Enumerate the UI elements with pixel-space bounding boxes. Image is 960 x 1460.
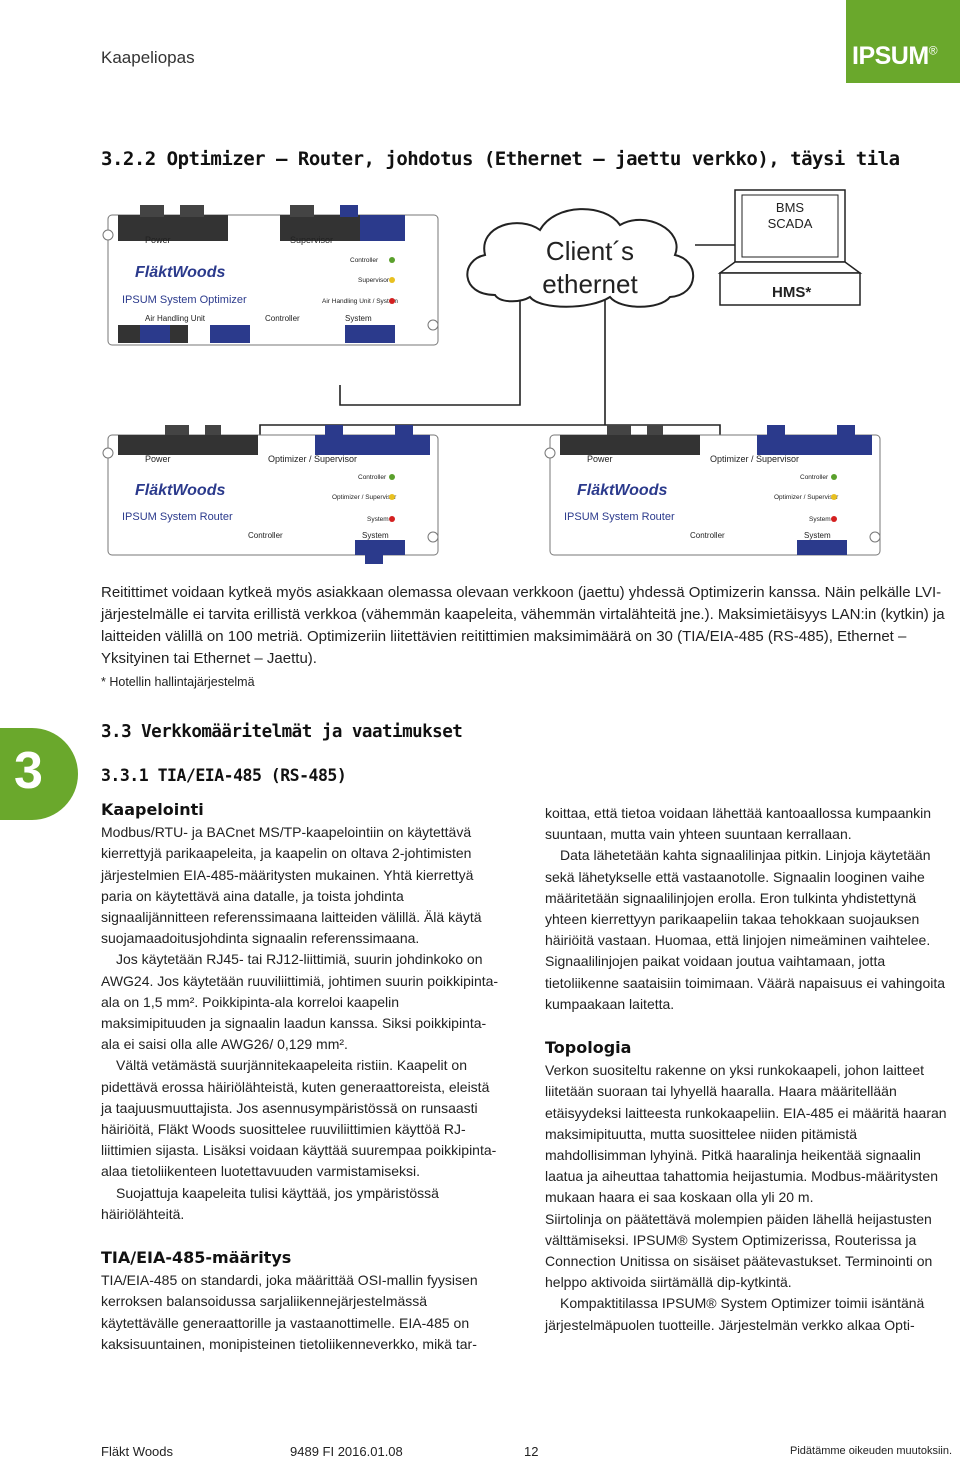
heading-kaapelointi: Kaapelointi	[101, 800, 204, 819]
footer-company: Fläkt Woods	[101, 1444, 174, 1459]
intro-text: Reitittimet voidaan kytkeä myös asiakkaa…	[101, 582, 951, 670]
opt-bottom-1: Air Handling Unit	[145, 314, 206, 323]
router-left: Power Optimizer / Supervisor FläktWoods …	[102, 425, 439, 564]
rl-name: IPSUM System Router	[122, 511, 233, 523]
section-title: 3.2.2 Optimizer – Router, johdotus (Ethe…	[101, 148, 900, 170]
rr-brand: FläktWoods	[577, 482, 667, 499]
rl-led-supervisor: Optimizer / Supervisor	[332, 494, 397, 501]
rl-power: Power	[145, 454, 171, 464]
footer-rights: Pidätämme oikeuden muutoksiin.	[790, 1445, 953, 1457]
opt-supervisor-label: Supervisor	[290, 235, 333, 245]
rr-power: Power	[587, 454, 613, 464]
laptop-screen-1: BMS	[776, 200, 805, 215]
heading-3-3-1: 3.3.1 TIA/EIA-485 (RS-485)	[101, 766, 347, 785]
opt-bottom-3: System	[345, 314, 372, 323]
left-column: Kaapelointi Modbus/RTU- ja BACnet MS/TP-…	[101, 799, 501, 1355]
opt-led-controller: Controller	[350, 257, 379, 264]
heading-tia: TIA/EIA-485-määritys	[101, 1248, 292, 1268]
heading-topologia: Topologia	[545, 1038, 632, 1058]
rl-supervisor: Optimizer / Supervisor	[268, 454, 357, 464]
opt-bottom-2: Controller	[265, 314, 300, 323]
rr-name: IPSUM System Router	[564, 511, 675, 523]
right-p4: Siirtolinja on päätettävä molempien päid…	[545, 1210, 933, 1291]
rr-bottom-2: System	[804, 531, 831, 540]
right-column: koittaa, että tietoa voidaan lähettää ka…	[545, 803, 950, 1336]
opt-led-supervisor: Supervisor	[358, 277, 390, 284]
cloud-line-1: Client´s	[546, 236, 634, 266]
chapter-tab: 3	[0, 728, 78, 820]
opt-led-ahu: Air Handling Unit / System	[322, 298, 398, 305]
left-p5: TIA/EIA-485 on standardi, joka määrittää…	[101, 1272, 478, 1352]
footer-doc: 9489 FI 2016.01.08	[290, 1444, 403, 1459]
bms-laptop: BMS SCADA HMS*	[717, 189, 863, 306]
wiring-diagram: Power Supervisor FläktWoods IPSUM System…	[100, 185, 950, 580]
rl-led-controller: Controller	[358, 474, 387, 481]
cloud-line-2: ethernet	[542, 269, 638, 299]
left-p2: Jos käytetään RJ45- tai RJ12-liittimiä, …	[101, 951, 499, 1053]
left-p4: Suojattuja kaapeleita tulisi käyttää, jo…	[101, 1184, 439, 1222]
ipsum-logo: IPSUM®	[846, 0, 960, 83]
opt-led-supervisor-dot	[389, 277, 395, 283]
rr-led-controller: Controller	[800, 474, 829, 481]
heading-3-3: 3.3 Verkkomääritelmät ja vaatimukset	[101, 722, 463, 742]
rr-led-system: System	[809, 516, 831, 523]
rr-led-supervisor: Optimizer / Supervisor	[774, 494, 839, 501]
rl-bottom-2: System	[362, 531, 389, 540]
intro-paragraph: Reitittimet voidaan kytkeä myös asiakkaa…	[101, 584, 945, 667]
right-p3: Verkon suositeltu rakenne on yksi runkok…	[545, 1062, 947, 1206]
rl-brand: FläktWoods	[135, 482, 225, 499]
right-p2: Data lähetetään kahta signaalilinjaa pit…	[545, 847, 946, 1012]
opt-brand: FläktWoods	[135, 264, 225, 281]
left-p1: Modbus/RTU- ja BACnet MS/TP-kaapelointii…	[101, 824, 482, 947]
router-right: Power Optimizer / Supervisor FläktWoods …	[544, 425, 881, 556]
optimizer-device: Power Supervisor FläktWoods IPSUM System…	[102, 205, 439, 346]
laptop-screen-2: SCADA	[768, 216, 813, 231]
opt-name: IPSUM System Optimizer	[122, 294, 247, 306]
left-p3: Vältä vetämästä suurjännitekaapeleita ri…	[101, 1057, 497, 1180]
footnote: * Hotellin hallintajärjestelmä	[101, 675, 255, 689]
rr-bottom-1: Controller	[690, 531, 725, 540]
footer-page: 12	[524, 1444, 539, 1459]
rl-led-system: System	[367, 516, 389, 523]
right-p1: koittaa, että tietoa voidaan lähettää ka…	[545, 805, 932, 843]
header-title: Kaapeliopas	[101, 48, 195, 67]
opt-led-controller-dot	[389, 257, 395, 263]
rr-supervisor: Optimizer / Supervisor	[710, 454, 799, 464]
opt-power-label: Power	[145, 235, 171, 245]
laptop-label: HMS*	[772, 284, 811, 301]
right-p5: Kompaktitilassa IPSUM® System Optimizer …	[545, 1295, 925, 1333]
rl-bottom-1: Controller	[248, 531, 283, 540]
client-ethernet-cloud: Client´s ethernet	[466, 208, 695, 308]
opt-led-ahu-dot	[389, 298, 395, 304]
